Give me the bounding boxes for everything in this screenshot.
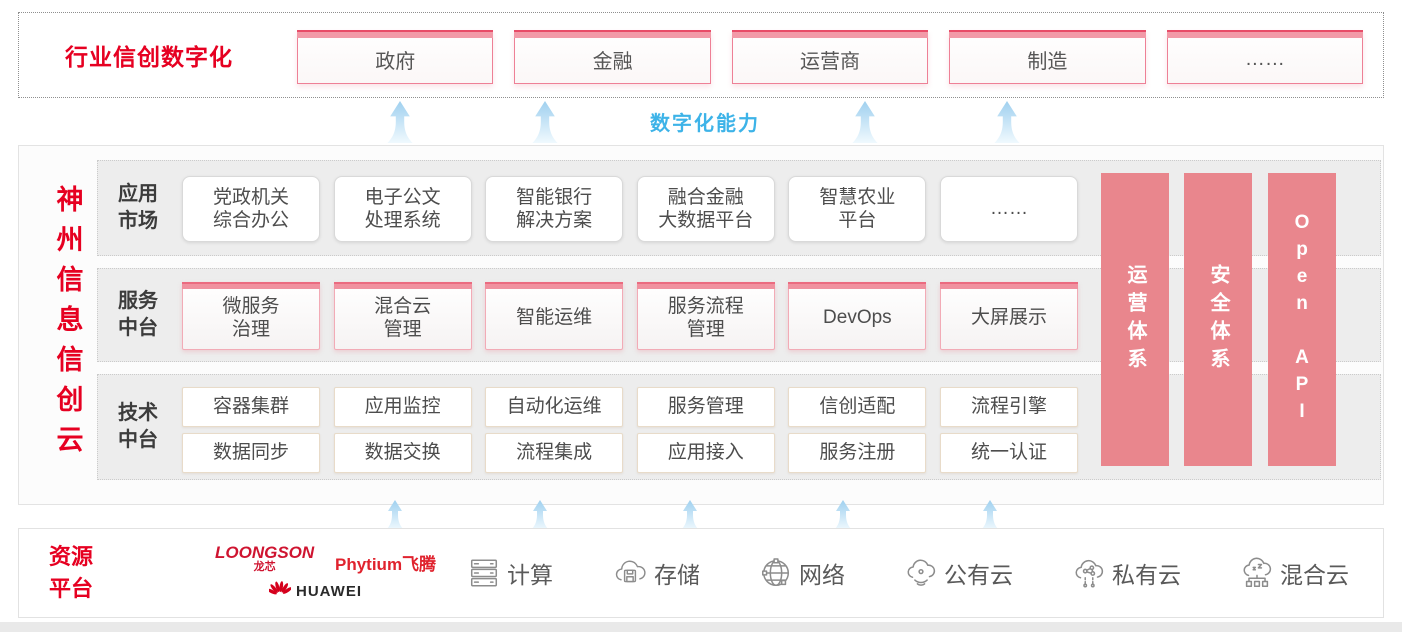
tech-middle-row: 技术 中台 容器集群 应用监控 自动化运维 服务管理 信创适配 流程引擎 数据同… <box>97 374 1381 480</box>
industry-item-government: 政府 <box>297 30 494 84</box>
security-system-bar: 安全体系 <box>1184 173 1252 466</box>
resource-item-label: 私有云 <box>1112 562 1181 588</box>
resource-item-storage: 存储 <box>612 556 700 590</box>
hybrid-cloud-icon <box>1243 557 1272 587</box>
resource-item-compute: 计算 <box>467 556 553 590</box>
industry-item-more: …… <box>1166 30 1364 84</box>
resource-item-public-cloud: 公有云 <box>904 556 1013 590</box>
tech-box: 服务管理 <box>636 387 775 427</box>
phytium-logo: Phytium飞腾 <box>335 550 436 575</box>
resource-item-label: 网络 <box>799 562 845 588</box>
resource-panel-label: 资源 平台 <box>49 544 94 601</box>
industry-item-label: 运营商 <box>800 51 861 73</box>
loongson-logo-subtext: 龙芯 <box>253 561 276 573</box>
app-box: 党政机关 综合办公 <box>182 176 320 242</box>
tech-middle-label: 技术 中台 <box>118 402 158 451</box>
industry-banner-title: 行业信创数字化 <box>65 44 233 70</box>
app-box-more: …… <box>939 176 1078 242</box>
resource-items: 计算 存储 <box>467 529 1349 617</box>
loongson-logo: LOONGSON 龙芯 <box>215 544 314 573</box>
service-middle-label: 服务 中台 <box>118 290 158 339</box>
platform-panel: 神州信息信创云 应用 市场 党政机关 综合办公 电子公文 处理系统 智能银行 解… <box>18 145 1384 505</box>
resource-item-private-cloud: 私有云 <box>1072 556 1181 590</box>
app-box: 智慧农业 平台 <box>788 176 927 242</box>
industry-item-label: 政府 <box>375 51 416 73</box>
up-arrow-icon <box>386 500 404 530</box>
operations-system-label: 运营体系 <box>1124 263 1146 376</box>
resource-item-label: 混合云 <box>1280 562 1349 588</box>
app-box: 智能银行 解决方案 <box>485 176 624 242</box>
tech-box: 数据同步 <box>182 433 320 473</box>
open-api-label: Open API <box>1291 211 1313 428</box>
up-arrow-icon <box>531 500 549 530</box>
up-arrow-icon <box>681 500 699 530</box>
industry-item-label: …… <box>1244 48 1285 70</box>
public-cloud-icon <box>907 559 936 586</box>
tech-middle-boxes-line2: 数据同步 数据交换 流程集成 应用接入 服务注册 统一认证 <box>182 433 1078 473</box>
tech-middle-boxes-line1: 容器集群 应用监控 自动化运维 服务管理 信创适配 流程引擎 <box>182 387 1078 427</box>
up-arrow-icon <box>387 101 413 143</box>
resource-item-label: 计算 <box>507 562 553 588</box>
app-box: 融合金融 大数据平台 <box>636 176 775 242</box>
private-cloud-icon <box>1075 559 1104 588</box>
loongson-logo-text: LOONGSON <box>215 543 315 562</box>
capability-label: 数字化能力 <box>650 113 760 135</box>
tech-box: 应用接入 <box>636 433 775 473</box>
tech-box: 统一认证 <box>939 433 1078 473</box>
phytium-logo-text: Phytium飞腾 <box>335 555 437 574</box>
tech-box: 流程集成 <box>485 433 624 473</box>
service-middle-boxes: 微服务 治理 混合云 管理 智能运维 服务流程 管理 DevOps 大屏展示 <box>182 282 1078 350</box>
huawei-flower-icon <box>269 581 291 595</box>
app-box: 电子公文 处理系统 <box>333 176 472 242</box>
app-market-label: 应用 市场 <box>118 183 158 232</box>
platform-title-text: 神州信息信创云 <box>52 185 83 465</box>
huawei-logo-text: HUAWEI <box>296 582 362 600</box>
industry-item-finance: 金融 <box>514 30 712 84</box>
tech-box: 数据交换 <box>333 433 472 473</box>
industry-items: 政府 金融 运营商 制造 …… <box>297 30 1364 84</box>
huawei-logo: HUAWEI <box>269 581 362 601</box>
service-box: 服务流程 管理 <box>636 282 775 350</box>
service-box: 微服务 治理 <box>182 282 320 350</box>
up-arrow-icon <box>532 101 558 143</box>
tech-box: 信创适配 <box>788 387 927 427</box>
tech-box: 自动化运维 <box>485 387 624 427</box>
resource-item-label: 存储 <box>654 562 700 588</box>
up-arrow-icon <box>994 101 1020 143</box>
service-box: 大屏展示 <box>939 282 1078 350</box>
industry-item-manufacturing: 制造 <box>949 30 1147 84</box>
service-box: 智能运维 <box>485 282 624 350</box>
platform-title: 神州信息信创云 <box>41 162 93 488</box>
app-market-boxes: 党政机关 综合办公 电子公文 处理系统 智能银行 解决方案 融合金融 大数据平台… <box>182 176 1078 242</box>
network-globe-icon <box>762 558 790 587</box>
resource-item-network: 网络 <box>759 556 845 590</box>
security-system-label: 安全体系 <box>1207 263 1229 376</box>
bottom-divider <box>0 622 1402 632</box>
tech-box: 容器集群 <box>182 387 320 427</box>
tech-box: 服务注册 <box>788 433 927 473</box>
industry-item-label: 金融 <box>592 51 633 73</box>
resource-item-hybrid-cloud: 混合云 <box>1240 556 1349 590</box>
tech-box: 流程引擎 <box>939 387 1078 427</box>
service-box: 混合云 管理 <box>333 282 472 350</box>
up-arrow-icon <box>981 500 999 530</box>
storage-cloud-icon <box>615 560 646 583</box>
industry-item-carrier: 运营商 <box>731 30 929 84</box>
up-arrow-icon <box>834 500 852 530</box>
open-api-bar: Open API <box>1268 173 1336 466</box>
tech-box: 应用监控 <box>333 387 472 427</box>
industry-item-label: 制造 <box>1027 51 1068 73</box>
service-box: DevOps <box>788 282 927 350</box>
up-arrow-icon <box>852 101 878 143</box>
industry-banner: 行业信创数字化 政府 金融 运营商 制造 …… <box>18 12 1384 98</box>
resource-item-label: 公有云 <box>944 562 1013 588</box>
operations-system-bar: 运营体系 <box>1101 173 1169 466</box>
resource-panel: 资源 平台 LOONGSON 龙芯 Phytium飞腾 HUAWEI <box>18 528 1384 618</box>
server-icon <box>470 559 498 587</box>
